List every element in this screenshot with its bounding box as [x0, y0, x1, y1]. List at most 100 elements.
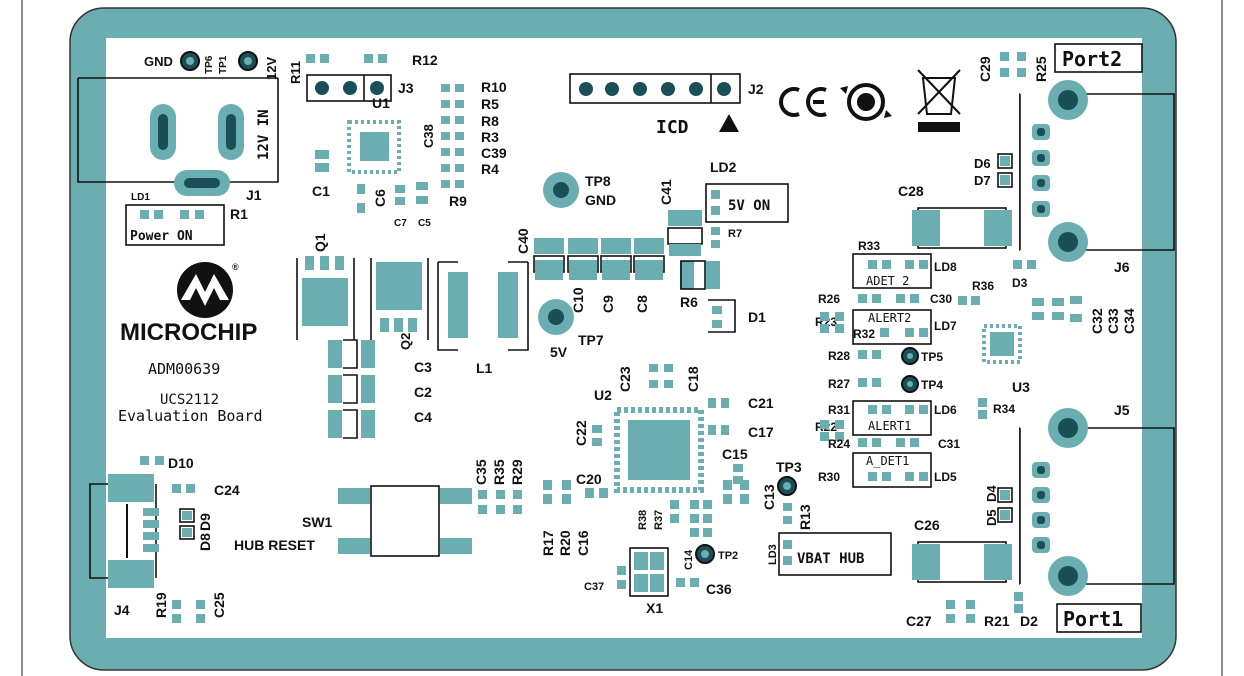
label-c35: C35	[473, 459, 489, 485]
q2-mosfet	[370, 258, 429, 340]
label-c20: C20	[576, 471, 602, 487]
label-c10: C10	[570, 287, 586, 313]
caps-c40-c8	[533, 238, 665, 280]
board-name: ADM00639	[148, 360, 220, 378]
label-tp2: TP2	[718, 550, 738, 562]
label-r33: R33	[858, 239, 880, 253]
label-r6: R6	[680, 294, 698, 310]
logo-text: MICROCHIP	[120, 319, 257, 346]
board-title-line2: Evaluation Board	[118, 407, 263, 425]
adet1-box	[852, 452, 932, 488]
label-j2: J2	[748, 81, 764, 97]
label-r24: R24	[828, 437, 850, 451]
label-x1: X1	[646, 600, 663, 616]
label-port1: Port1	[1063, 607, 1123, 631]
label-sw1: SW1	[302, 514, 333, 530]
label-r9: R9	[449, 193, 467, 209]
label-c27: C27	[906, 613, 932, 629]
label-ld2: LD2	[710, 159, 737, 175]
port2-label-box	[1054, 43, 1143, 73]
label-c2: C2	[414, 384, 432, 400]
label-j4: J4	[114, 602, 130, 618]
label-u2: U2	[594, 387, 612, 403]
label-c37: C37	[584, 581, 604, 593]
port1-label-box	[1056, 603, 1142, 633]
label-r32: R32	[853, 327, 875, 341]
label-c16: C16	[575, 530, 591, 556]
label-vbat-hub: VBAT HUB	[797, 551, 864, 567]
label-c15: C15	[722, 446, 748, 462]
label-c6: C6	[372, 189, 388, 207]
alert2-box	[852, 309, 932, 345]
label-port2: Port2	[1062, 47, 1122, 71]
label-j6: J6	[1114, 259, 1130, 275]
label-d6: D6	[974, 156, 991, 171]
label-r8: R8	[481, 113, 499, 129]
label-c25: C25	[211, 592, 227, 618]
label-12v: 12V	[264, 57, 279, 80]
label-alert2: ALERT2	[868, 311, 911, 325]
svg-text:®: ®	[232, 262, 239, 272]
ce-mark-icon	[779, 87, 827, 117]
label-c8: C8	[634, 295, 650, 313]
label-r10: R10	[481, 79, 507, 95]
label-r25: R25	[1033, 56, 1049, 82]
label-gnd: GND	[144, 54, 173, 69]
label-r17: R17	[540, 530, 556, 556]
label-c14: C14	[683, 549, 695, 570]
u3-chip	[982, 324, 1022, 364]
alert1-box	[852, 400, 932, 436]
label-r5: R5	[481, 96, 499, 112]
label-tp7: TP7	[578, 332, 604, 348]
label-r4: R4	[481, 161, 499, 177]
microchip-logo: ® MICROCHIP	[120, 262, 257, 346]
label-c32: C32	[1089, 308, 1105, 334]
label-r37: R37	[653, 510, 665, 530]
label-tp8-gnd: GND	[585, 192, 616, 208]
x1-crystal	[629, 547, 669, 597]
label-c7: C7	[394, 218, 407, 229]
label-adet1: A_DET1	[866, 454, 909, 468]
label-d7: D7	[974, 173, 991, 188]
label-5v-on: 5V ON	[728, 198, 770, 214]
label-alert1: ALERT1	[868, 419, 911, 433]
label-c5: C5	[418, 218, 431, 229]
label-r27: R27	[828, 377, 850, 391]
label-r31: R31	[828, 403, 850, 417]
label-c26: C26	[914, 517, 940, 533]
label-r35: R35	[491, 459, 507, 485]
label-r36: R36	[972, 279, 994, 293]
label-c9: C9	[600, 295, 616, 313]
j2-icd-header	[569, 73, 741, 104]
label-d2: D2	[1020, 613, 1038, 629]
u2-chip	[614, 407, 704, 493]
label-c41: C41	[658, 179, 674, 205]
label-c33: C33	[1105, 308, 1121, 334]
j4-connector	[89, 483, 157, 579]
label-j1: J1	[246, 187, 262, 203]
label-c34: C34	[1121, 308, 1137, 334]
u1-chip	[347, 120, 401, 174]
resistor-array-r10-r4	[441, 84, 464, 188]
label-j5: J5	[1114, 402, 1130, 418]
label-ld5: LD5	[934, 470, 957, 484]
label-d5: D5	[984, 509, 999, 526]
label-c29: C29	[977, 56, 993, 82]
label-d10: D10	[168, 455, 194, 471]
label-j3: J3	[398, 80, 414, 96]
d1-outline	[708, 299, 736, 333]
label-r1: R1	[230, 206, 248, 222]
label-r28: R28	[828, 349, 850, 363]
recycle-e-icon	[840, 83, 892, 121]
label-c13: C13	[761, 484, 777, 510]
label-5v: 5V	[550, 344, 568, 360]
label-tp3: TP3	[776, 459, 802, 475]
label-d3: D3	[1012, 276, 1028, 290]
label-r13: R13	[797, 504, 813, 530]
label-d9: D9	[197, 513, 213, 531]
label-r38: R38	[637, 510, 649, 530]
label-c24: C24	[214, 482, 240, 498]
label-ld6: LD6	[934, 403, 957, 417]
label-c18: C18	[685, 366, 701, 392]
label-r20: R20	[557, 530, 573, 556]
